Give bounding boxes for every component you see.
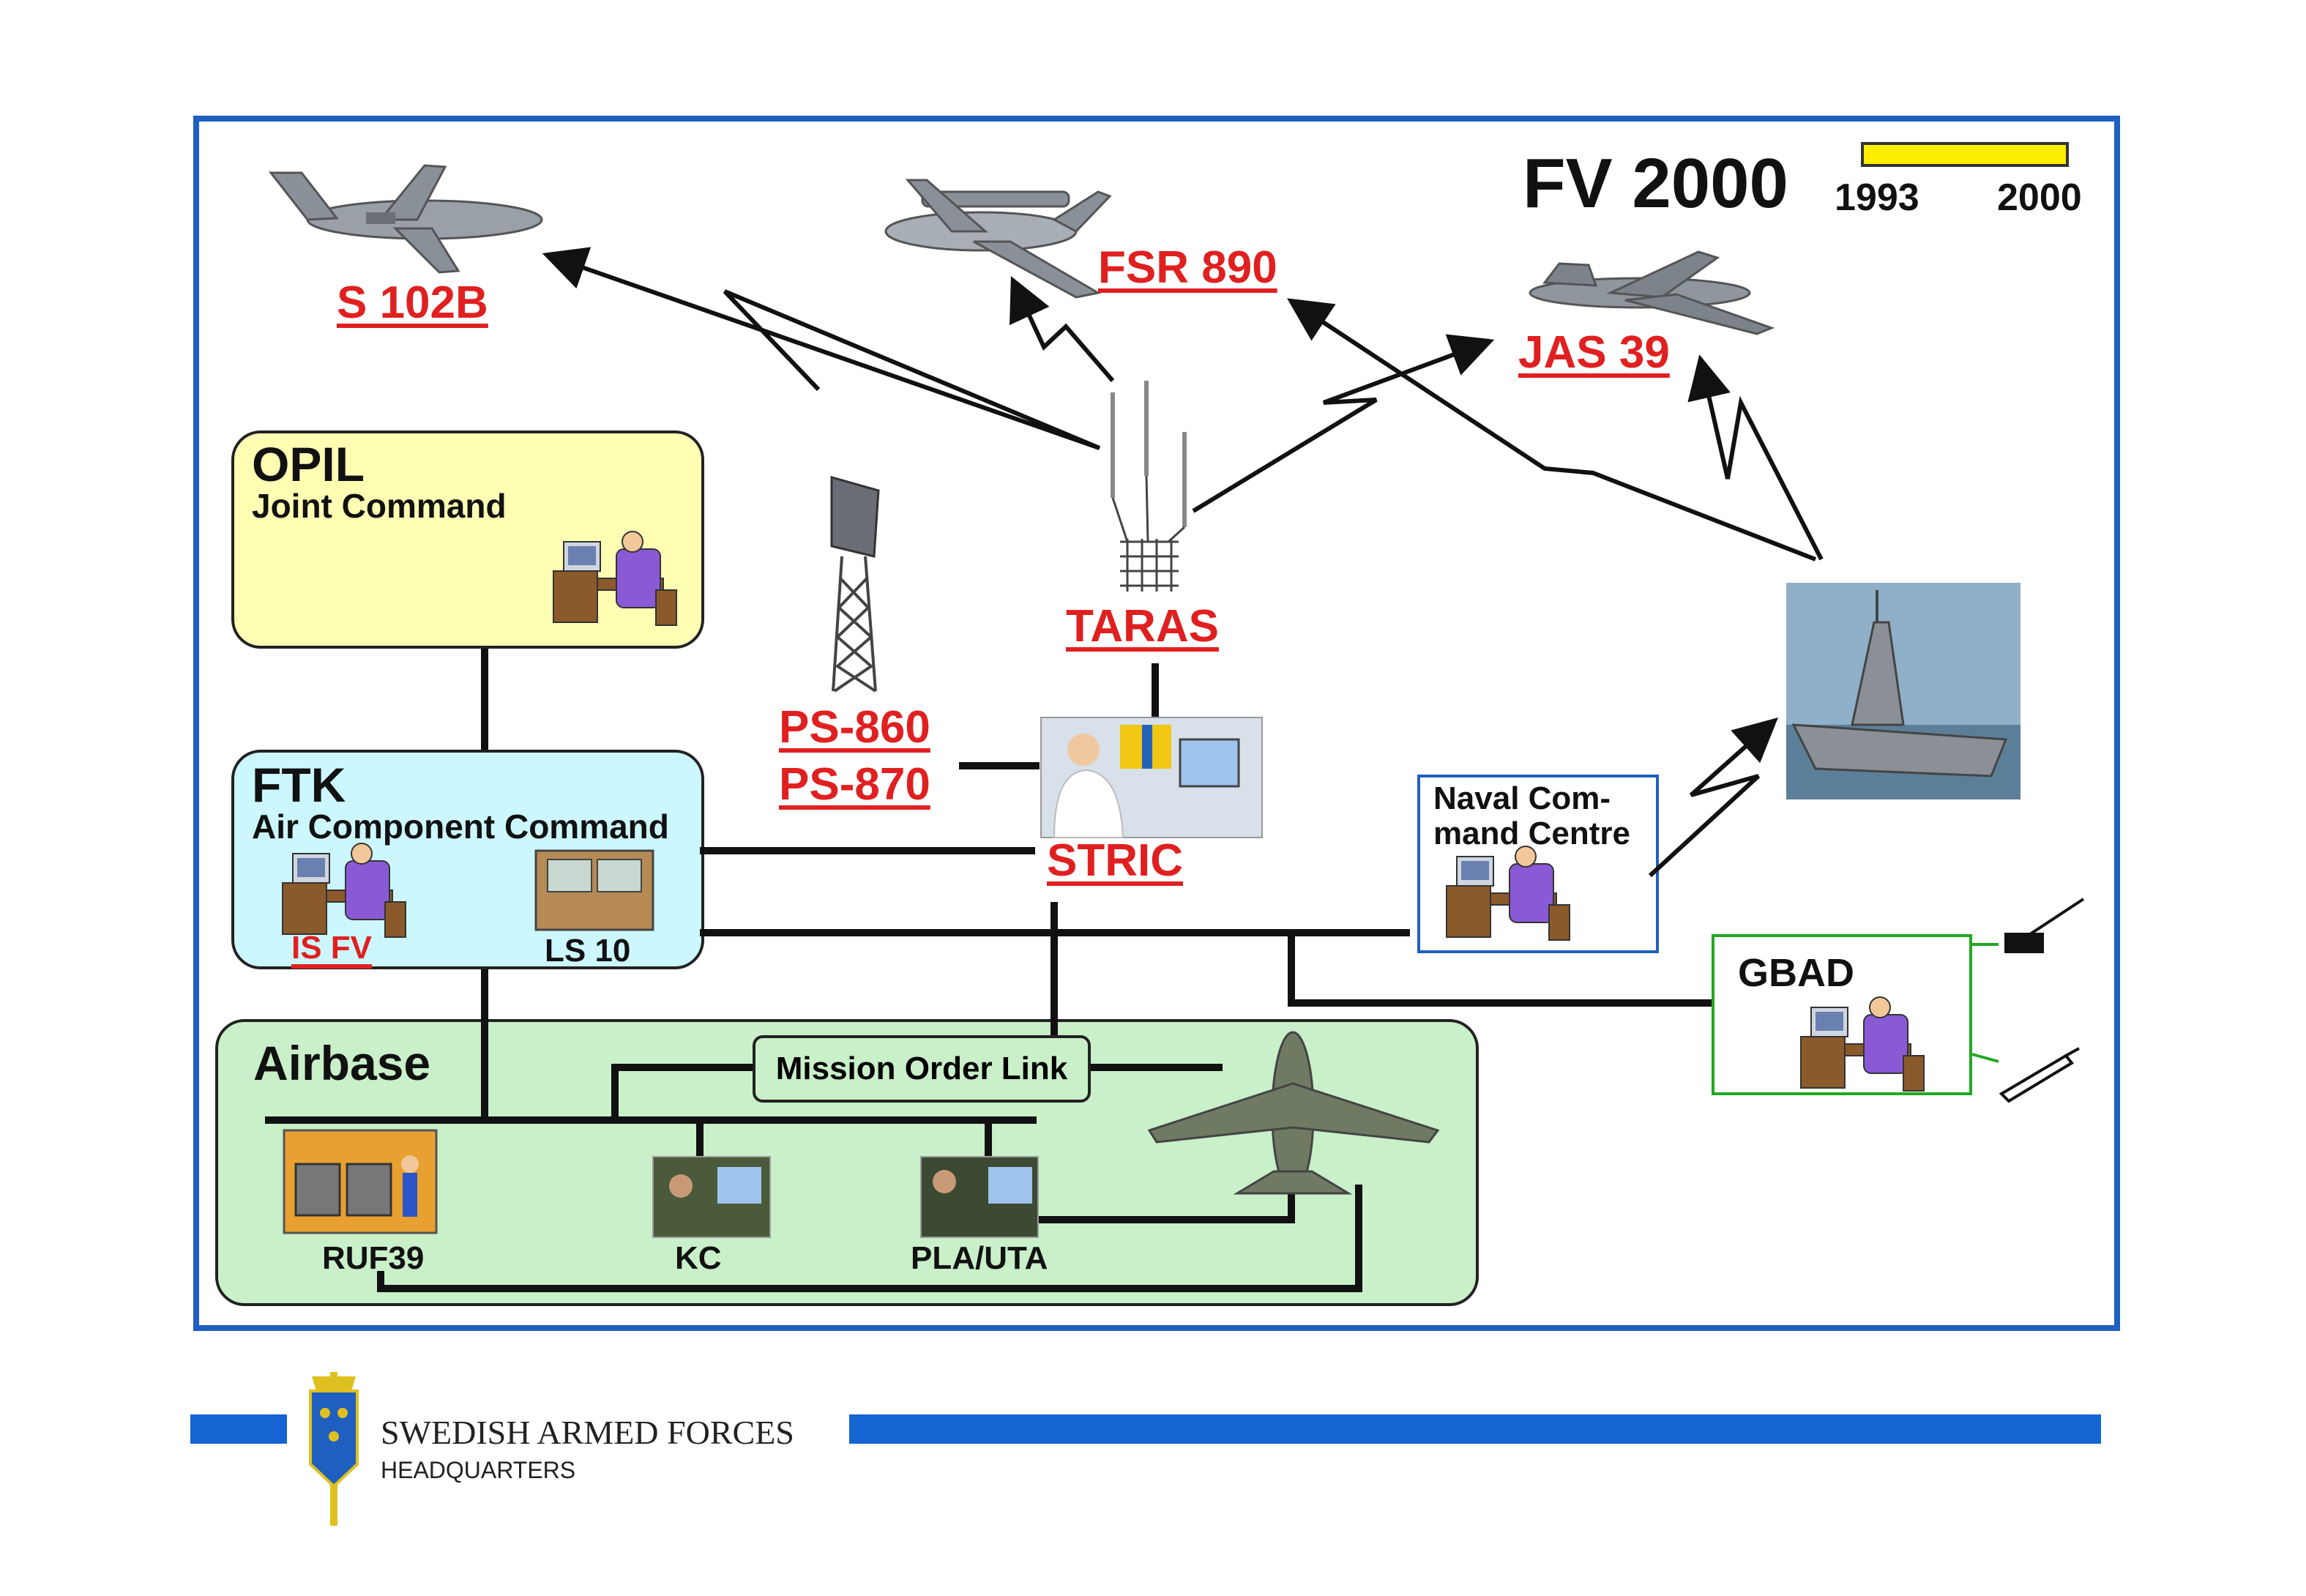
stric-operator-photo <box>1040 717 1263 838</box>
gbad-operator-icon <box>1800 996 1925 1092</box>
legend-start-year: 1993 <box>1835 176 1919 219</box>
fsr890-aircraft-icon <box>884 179 1112 299</box>
naval-ship-photo <box>1786 583 2020 799</box>
is-fv-link[interactable]: IS FV <box>291 930 373 966</box>
radar-tower-icon <box>830 476 880 693</box>
ls10-console-icon <box>534 849 654 931</box>
legend-end-year: 2000 <box>1997 176 2082 219</box>
diagram-frame <box>193 116 2120 1331</box>
ps860-link[interactable]: PS-860 <box>779 702 930 753</box>
s102b-link[interactable]: S 102B <box>337 277 488 328</box>
taras-antenna-icon <box>1111 381 1187 592</box>
ruf39-equipment-icon <box>283 1129 438 1234</box>
airbase-title: Airbase <box>253 1036 431 1090</box>
pla-uta-photo <box>920 1156 1039 1238</box>
footer-bar-right <box>849 1414 2101 1444</box>
gbad-missile-icon <box>1999 1047 2080 1103</box>
taras-link[interactable]: TARAS <box>1066 601 1219 652</box>
legend-timeline-bar <box>1861 142 2069 167</box>
kc-label: KC <box>675 1240 722 1276</box>
opil-operator-icon <box>553 531 677 626</box>
gbad-gun-icon <box>2004 898 2085 953</box>
jas39-aircraft-icon <box>1529 250 1775 335</box>
s102b-aircraft-icon <box>268 164 543 274</box>
opil-subtitle: Joint Command <box>252 487 507 525</box>
jas39-link[interactable]: JAS 39 <box>1518 327 1670 378</box>
ftk-title: FTK <box>252 758 346 812</box>
pla-uta-label: PLA/UTA <box>911 1240 1048 1276</box>
ps870-link[interactable]: PS-870 <box>779 759 930 810</box>
footer-org-name: SWEDISH ARMED FORCES <box>381 1414 794 1451</box>
is-fv-operator-icon <box>282 843 406 938</box>
naval-operator-icon <box>1446 846 1570 941</box>
mission-order-link-box: Mission Order Link <box>753 1035 1091 1103</box>
armed-forces-emblem-icon <box>309 1372 359 1526</box>
naval-label-line2: mand Centre <box>1433 816 1630 851</box>
gbad-label: GBAD <box>1738 951 1854 995</box>
opil-title: OPIL <box>252 437 365 491</box>
opil-box <box>231 430 704 649</box>
footer-bar-left <box>190 1414 287 1444</box>
diagram-title: FV 2000 <box>1523 144 1788 223</box>
footer-unit-name: HEADQUARTERS <box>381 1457 576 1483</box>
naval-label-line1: Naval Com- <box>1433 780 1611 816</box>
ls10-label: LS 10 <box>545 933 631 969</box>
stric-link[interactable]: STRIC <box>1047 835 1183 886</box>
ftk-subtitle: Air Component Command <box>252 808 669 846</box>
ruf39-label: RUF39 <box>322 1240 425 1276</box>
fsr890-link[interactable]: FSR 890 <box>1098 242 1277 293</box>
kc-photo <box>652 1156 771 1238</box>
airbase-fighter-icon <box>1147 1031 1440 1195</box>
